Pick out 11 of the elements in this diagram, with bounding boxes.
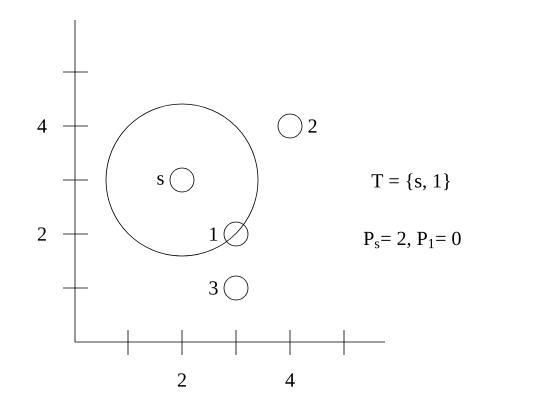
tick-label: 2	[38, 227, 46, 241]
tick-label: 2	[178, 373, 186, 387]
point-label: 3	[209, 281, 218, 295]
annotation-text: P$_{s}$= 2, P$_{1}$= 0	[364, 232, 461, 248]
tick-label: 4	[285, 373, 295, 387]
range-circle	[106, 104, 258, 256]
tick-label: 4	[37, 119, 47, 133]
annotation-text: T = {s, 1}	[372, 174, 450, 190]
point-label: 2	[308, 119, 316, 133]
point-label: 1	[210, 227, 218, 241]
point-label: s	[157, 175, 164, 185]
